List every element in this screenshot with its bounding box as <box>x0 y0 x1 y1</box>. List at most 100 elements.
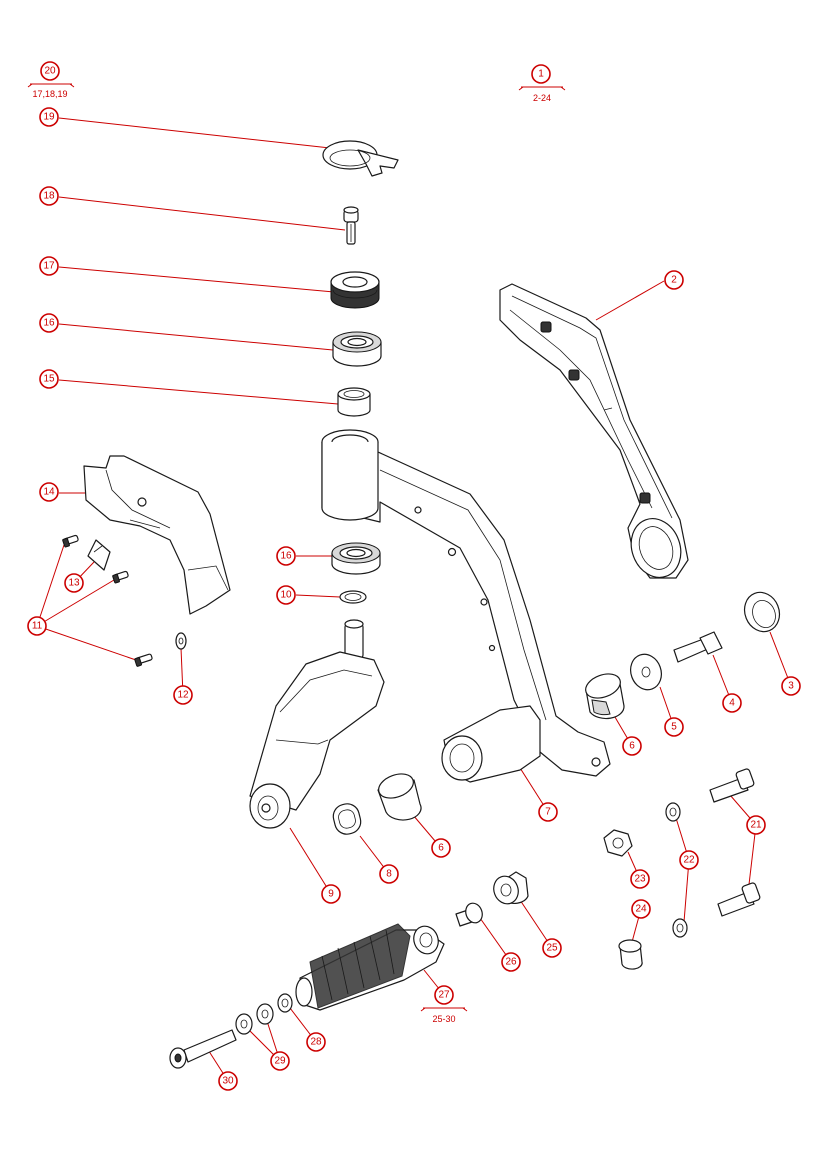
svg-text:27: 27 <box>438 990 450 1001</box>
part-9-swing-arm <box>249 619 385 829</box>
part-15-bushing <box>337 387 371 417</box>
svg-text:29: 29 <box>274 1056 286 1067</box>
part-6-sleeve-upper <box>585 673 625 720</box>
svg-text:14: 14 <box>43 487 55 498</box>
assembly-sublabels: 17,18,19 2-24 25-30 <box>27 83 566 1024</box>
part-26-spacer <box>455 902 483 927</box>
svg-text:17: 17 <box>43 261 55 272</box>
callout-10: 10 <box>276 585 296 605</box>
svg-text:30: 30 <box>222 1076 234 1087</box>
svg-text:8: 8 <box>386 869 392 880</box>
callout-balloons: 20 1 19 18 17 16 15 2 14 13 11 12 16 10 … <box>27 61 801 1091</box>
callout-12: 12 <box>173 685 193 705</box>
callout-9: 9 <box>321 884 341 904</box>
svg-text:24: 24 <box>635 904 647 915</box>
part-3-clip-ring <box>743 591 781 633</box>
sublabel-1-text: 2-24 <box>533 93 551 103</box>
part-7-frame-arm <box>321 429 611 783</box>
svg-text:4: 4 <box>729 698 735 709</box>
parts-line-art <box>62 140 781 1069</box>
part-4-bolt <box>673 631 723 663</box>
svg-text:7: 7 <box>545 807 551 818</box>
callout-17: 17 <box>39 256 59 276</box>
svg-text:6: 6 <box>438 843 444 854</box>
callout-4: 4 <box>722 693 742 713</box>
svg-text:15: 15 <box>43 374 55 385</box>
callout-14: 14 <box>39 482 59 502</box>
callout-28: 28 <box>306 1032 326 1052</box>
part-16-bearing-upper <box>332 331 382 367</box>
callout-23: 23 <box>630 869 650 889</box>
part-2-cover <box>499 283 689 579</box>
part-17-bearing-cap <box>330 271 380 309</box>
callout-19: 19 <box>39 107 59 127</box>
callout-1: 1 <box>531 64 551 84</box>
svg-text:13: 13 <box>68 578 80 589</box>
part-16-bearing-lower <box>331 542 381 575</box>
sublabel-27: 25-30 <box>420 1007 468 1024</box>
callout-6-lower: 6 <box>431 838 451 858</box>
callout-3: 3 <box>781 676 801 696</box>
part-28-washer <box>277 993 293 1013</box>
part-5-washer <box>630 653 662 691</box>
svg-text:23: 23 <box>634 874 646 885</box>
callout-30: 30 <box>218 1071 238 1091</box>
part-14-cover <box>83 455 231 615</box>
sublabel-20: 17,18,19 <box>27 83 75 99</box>
callout-7: 7 <box>538 802 558 822</box>
svg-text:16: 16 <box>43 318 55 329</box>
callout-11: 11 <box>27 616 47 636</box>
callout-21: 21 <box>746 815 766 835</box>
callout-24: 24 <box>631 899 651 919</box>
callout-29: 29 <box>270 1051 290 1071</box>
part-30-bolt <box>169 1029 237 1069</box>
part-18-screw <box>343 206 359 245</box>
svg-text:3: 3 <box>788 681 794 692</box>
callout-18: 18 <box>39 186 59 206</box>
svg-text:6: 6 <box>629 741 635 752</box>
part-22-washers <box>665 802 688 938</box>
callout-15: 15 <box>39 369 59 389</box>
svg-text:11: 11 <box>32 621 43 632</box>
svg-text:16: 16 <box>280 551 292 562</box>
callout-8: 8 <box>379 864 399 884</box>
callout-22: 22 <box>679 850 699 870</box>
svg-text:5: 5 <box>671 722 677 733</box>
part-8-oval-ring <box>332 803 362 835</box>
sublabel-20-text: 17,18,19 <box>32 89 67 99</box>
part-24-spacer <box>618 939 643 970</box>
part-6-sleeve-lower <box>377 773 422 821</box>
svg-text:19: 19 <box>43 112 55 123</box>
part-27-shock <box>295 923 445 1011</box>
svg-text:26: 26 <box>505 957 517 968</box>
part-21-bolts <box>709 768 761 917</box>
part-23-nut <box>603 829 633 857</box>
callout-16-upper: 16 <box>39 313 59 333</box>
part-11-screws <box>62 534 153 667</box>
svg-text:18: 18 <box>43 191 55 202</box>
part-25-bushing <box>493 871 529 905</box>
sublabel-27-text: 25-30 <box>432 1014 455 1024</box>
callout-20: 20 <box>40 61 60 81</box>
part-12-washer <box>175 632 187 650</box>
part-10-ring <box>339 590 367 604</box>
svg-text:25: 25 <box>546 943 558 954</box>
svg-text:22: 22 <box>683 855 695 866</box>
svg-text:1: 1 <box>538 69 544 80</box>
svg-text:21: 21 <box>750 820 762 831</box>
sublabel-1: 2-24 <box>518 86 566 103</box>
svg-text:20: 20 <box>44 66 56 77</box>
part-13-plate <box>87 539 111 571</box>
callout-27: 27 <box>434 985 454 1005</box>
part-29-washers <box>235 1003 274 1035</box>
svg-text:12: 12 <box>177 690 189 701</box>
svg-text:2: 2 <box>671 275 677 286</box>
callout-26: 26 <box>501 952 521 972</box>
callout-2: 2 <box>664 270 684 290</box>
svg-text:28: 28 <box>310 1037 322 1048</box>
part-19-cap <box>322 140 399 177</box>
callout-6-upper: 6 <box>622 736 642 756</box>
svg-text:10: 10 <box>280 590 292 601</box>
svg-text:9: 9 <box>328 889 334 900</box>
